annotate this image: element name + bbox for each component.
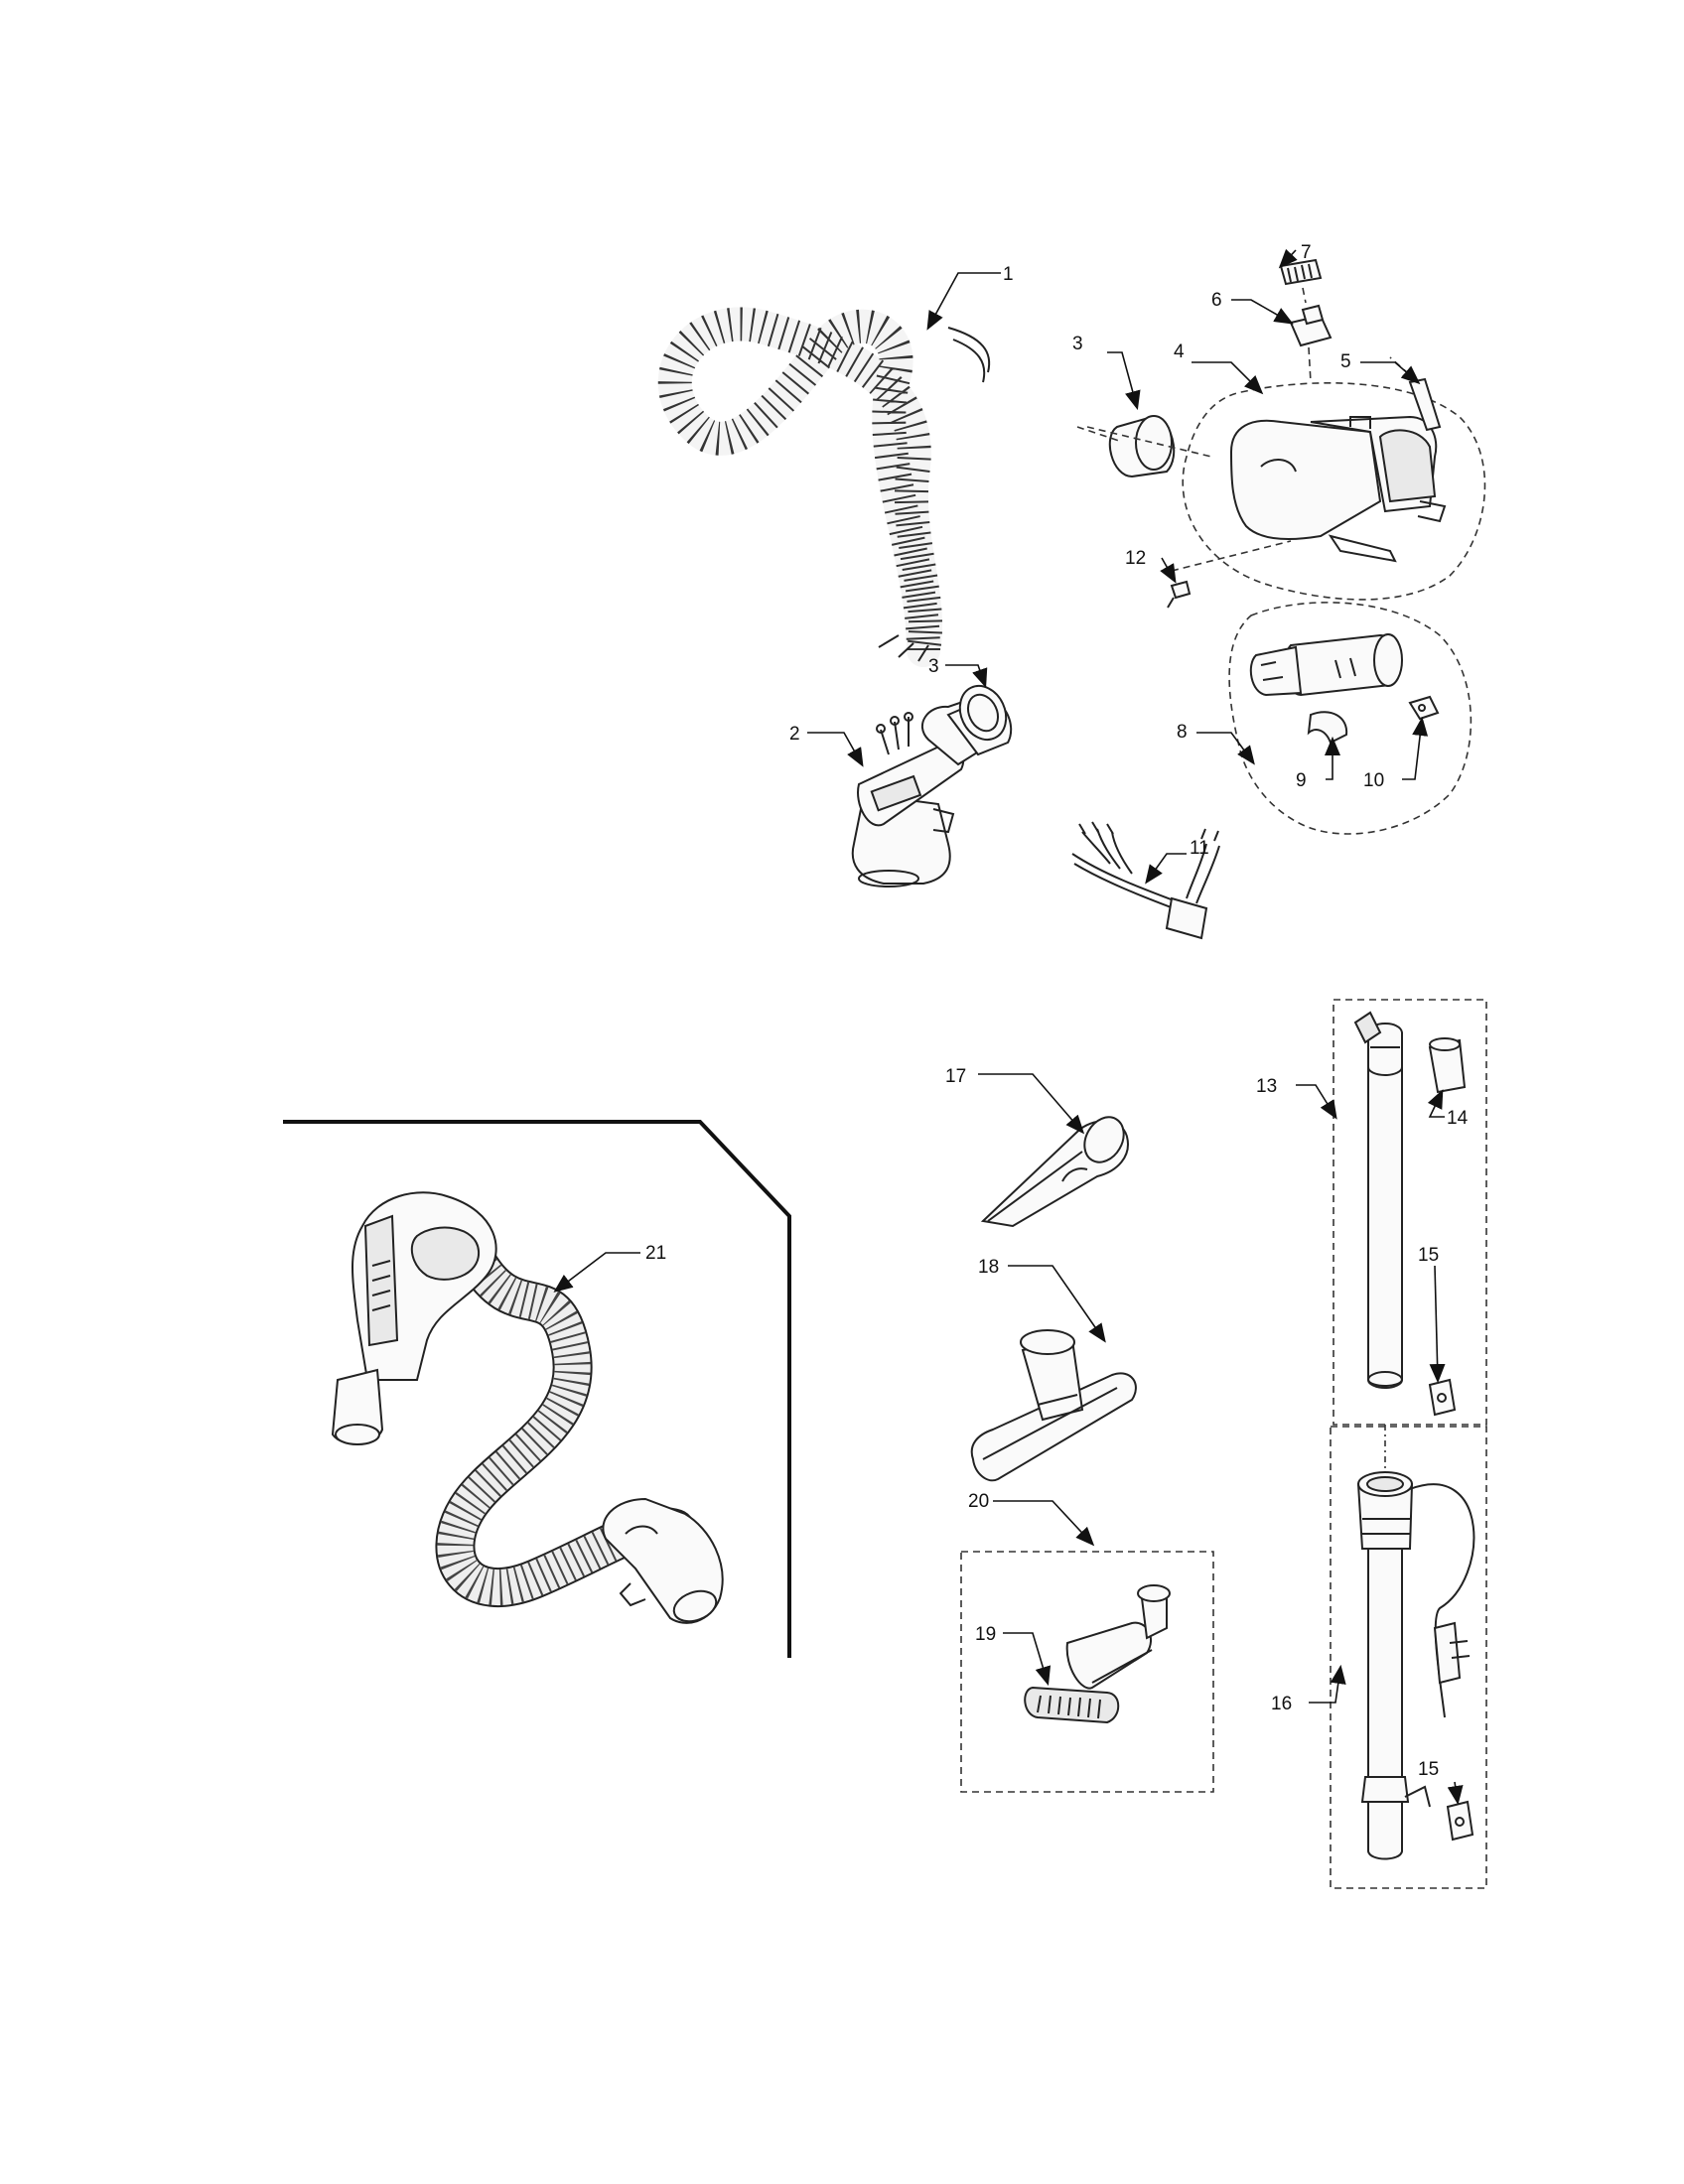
- callout-11: 11: [1190, 838, 1209, 859]
- cuff-part-3-lower: [946, 684, 1013, 756]
- callout-18: 18: [978, 1257, 999, 1278]
- lower-wand-part-16: [1330, 1425, 1487, 1889]
- upholstery-tool-part-18: [970, 1329, 1137, 1482]
- callout-15-upper: 15: [1418, 1245, 1439, 1266]
- callout-17: 17: [945, 1066, 966, 1087]
- callout-14: 14: [1447, 1108, 1469, 1129]
- upper-wand-part-13: [1333, 999, 1487, 1426]
- crevice-tool-part-17: [980, 1116, 1129, 1228]
- switch-cap-part-7: [1279, 258, 1323, 304]
- callout-16: 16: [1271, 1694, 1292, 1714]
- clip-part-10: [1408, 695, 1440, 721]
- callout-1: 1: [1003, 264, 1014, 285]
- latch-part-15-lower: [1446, 1800, 1474, 1842]
- brush-insert-part-19: [1024, 1686, 1120, 1724]
- leader-lines: [553, 248, 1464, 1806]
- callout-7: 7: [1301, 242, 1312, 263]
- callout-21: 21: [645, 1243, 666, 1264]
- hose-part-1: [657, 307, 991, 667]
- callout-12: 12: [1125, 548, 1146, 569]
- callout-2: 2: [789, 724, 800, 745]
- screw-part-12: [1167, 580, 1192, 609]
- callout-3-upper: 3: [1072, 334, 1083, 354]
- callout-9: 9: [1296, 770, 1307, 791]
- callout-13: 13: [1256, 1076, 1277, 1097]
- callout-4: 4: [1174, 341, 1185, 362]
- wand-tube-assy-part-8: [1228, 602, 1473, 835]
- hose-assembly-part-21: [283, 1120, 791, 1658]
- callout-20: 20: [968, 1491, 989, 1512]
- switch-part-6: [1289, 304, 1333, 383]
- callout-6: 6: [1211, 290, 1222, 311]
- callout-8: 8: [1177, 722, 1188, 743]
- callout-3-lower: 3: [928, 656, 939, 677]
- callout-19: 19: [975, 1624, 996, 1645]
- handle-housing-part-4: [1086, 381, 1486, 601]
- callout-5: 5: [1340, 351, 1351, 372]
- latch-part-15-upper: [1428, 1378, 1457, 1417]
- callout-15-lower: 15: [1418, 1759, 1439, 1780]
- ring-part-9: [1307, 711, 1348, 745]
- dusting-brush-part-20: [960, 1551, 1214, 1793]
- callout-10: 10: [1363, 770, 1384, 791]
- callout-labels: 1 2 3 3 4 5 6 7 8 9 10 11 12 13 14 15 15…: [645, 242, 1469, 1780]
- clip-sleeve-part-14: [1428, 1037, 1467, 1094]
- wire-harness-part-11: [1071, 821, 1220, 940]
- cuff-part-3-upper: [1076, 415, 1176, 478]
